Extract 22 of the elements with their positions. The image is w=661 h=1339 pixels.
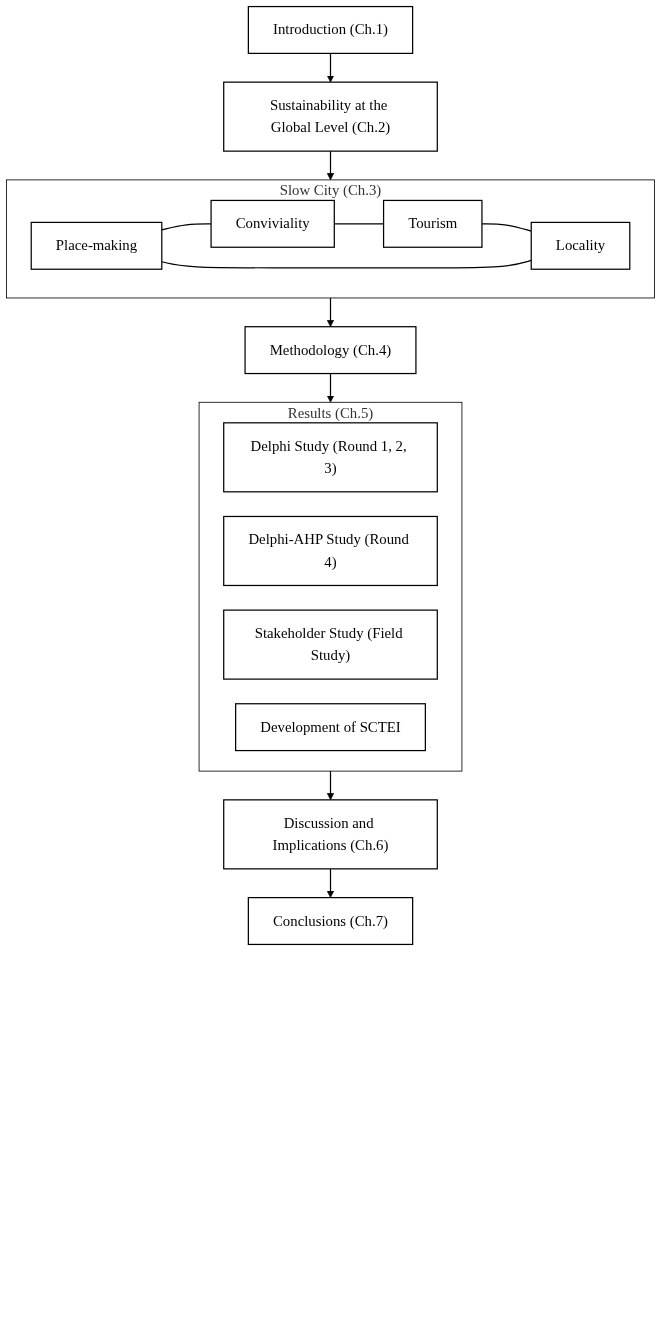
node-box: Conclusions (Ch.7): [247, 897, 414, 946]
node-box: Discussion and Implications (Ch.6): [223, 799, 438, 870]
node-box: Place-making: [30, 221, 163, 270]
node-box: Locality: [530, 221, 631, 270]
node-box: Delphi-AHP Study (Round 4): [223, 515, 438, 587]
connector: [161, 259, 532, 269]
node-box: Stakeholder Study (Field Study): [223, 609, 438, 680]
node-box: Methodology (Ch.4): [244, 326, 417, 375]
arrow: [326, 297, 335, 328]
connector: [481, 223, 532, 232]
node-box: Conviviality: [210, 199, 335, 248]
arrow: [326, 372, 335, 403]
node-box: Development of SCTEI: [235, 703, 426, 752]
node-box: Sustainability at the Global Level (Ch.2): [223, 81, 438, 152]
arrow: [326, 868, 335, 898]
arrow: [326, 52, 335, 83]
arrow: [326, 770, 335, 801]
node-box: Tourism: [382, 199, 483, 248]
arrow: [326, 150, 335, 181]
connector: [161, 223, 212, 231]
node-box: Delphi Study (Round 1, 2, 3): [223, 422, 438, 493]
node-box: Introduction (Ch.1): [247, 5, 414, 54]
